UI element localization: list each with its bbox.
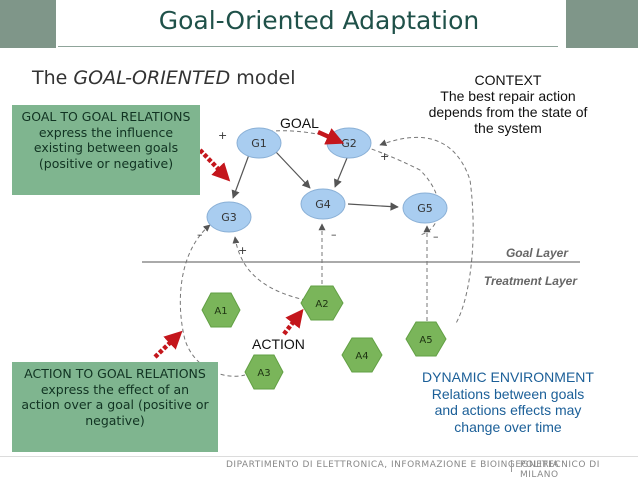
sign-g1-plus: + xyxy=(218,129,227,142)
goal-node-g4: G4 xyxy=(300,188,346,220)
edge-g1-g4 xyxy=(275,151,311,189)
goal-node-g1: G1 xyxy=(236,127,282,159)
context-title: CONTEXT xyxy=(474,72,542,88)
goal-node-g1-label: G1 xyxy=(251,137,267,150)
goal-node-g3: G3 xyxy=(206,201,252,233)
goal-relations-line-2: express the influence xyxy=(38,124,174,140)
dynamic-title: DYNAMIC ENVIRONMENT xyxy=(422,369,594,385)
goal-node-g4-label: G4 xyxy=(315,198,331,211)
edge-a3-g3 xyxy=(179,224,246,377)
header-bar-right xyxy=(566,0,638,48)
goal-relations-box: GOAL TO GOAL RELATIONS express the influ… xyxy=(12,105,200,195)
action-node-a3-label: A3 xyxy=(257,368,270,379)
action-node-a2: A2 xyxy=(300,285,344,321)
goal-node-g3-label: G3 xyxy=(221,211,237,224)
goal-node-g5-label: G5 xyxy=(417,202,433,215)
edge-a5-g2 xyxy=(379,136,474,326)
goal-node-g5: G5 xyxy=(402,192,448,224)
edge-g4-g5 xyxy=(347,202,399,211)
action-node-a4-label: A4 xyxy=(355,351,368,362)
action-node-a5-label: A5 xyxy=(419,335,432,346)
goal-callout-label: GOAL xyxy=(280,115,319,131)
context-line-3: the system xyxy=(474,120,542,136)
sign-g3-minus: – xyxy=(197,228,203,241)
action-callout-label: ACTION xyxy=(252,336,305,352)
edge-g2-g4 xyxy=(334,157,348,188)
sign-g2-plus: + xyxy=(380,150,389,163)
edge-g1-g3 xyxy=(231,151,251,199)
sign-g3-plus: + xyxy=(238,244,247,257)
action-relation-pointer-arrow xyxy=(153,330,183,359)
action-pointer-arrow xyxy=(282,308,304,336)
goal-relation-pointer-arrow xyxy=(198,148,231,182)
action-relations-box: ACTION TO GOAL RELATIONS express the eff… xyxy=(12,362,218,452)
goal-relations-line-3: existing between goals xyxy=(33,140,179,155)
subtitle: The GOAL-ORIENTED model xyxy=(32,67,295,89)
edge-a2-g3 xyxy=(232,236,306,301)
subtitle-emphasis: GOAL-ORIENTED xyxy=(73,67,231,89)
dynamic-line-2: Relations between goals xyxy=(431,385,585,402)
treatment-layer-label: Treatment Layer xyxy=(484,274,578,288)
footer-department: DIPARTIMENTO DI ELETTRONICA, INFORMAZION… xyxy=(226,460,559,470)
goal-layer-label: Goal Layer xyxy=(506,246,569,260)
action-node-a2-label: A2 xyxy=(315,299,328,310)
footer-divider xyxy=(511,460,512,472)
dynamic-line-4: change over time xyxy=(454,418,562,435)
context-note: CONTEXT The best repair action depends f… xyxy=(408,72,608,136)
dynamic-environment-note: DYNAMIC ENVIRONMENT Relations between go… xyxy=(400,369,616,435)
goal-node-g2-label: G2 xyxy=(341,137,357,150)
goal-node-g2: G2 xyxy=(326,127,372,159)
context-line-1: The best repair action xyxy=(440,88,576,104)
action-node-a1: A1 xyxy=(201,292,241,328)
sign-g5-minus: – xyxy=(433,230,439,243)
footer: DIPARTIMENTO DI ELETTRONICA, INFORMAZION… xyxy=(0,456,638,480)
action-relations-line-1: ACTION TO GOAL RELATIONS xyxy=(24,366,206,381)
dynamic-line-3: and actions effects may xyxy=(434,402,582,418)
action-node-a5: A5 xyxy=(405,321,447,357)
header-bar-left xyxy=(0,0,56,48)
footer-university: POLITECNICO DI MILANO xyxy=(520,460,600,480)
title-rule xyxy=(58,46,558,47)
action-relations-line-3: action over a goal (positive or xyxy=(21,397,209,412)
action-node-a4: A4 xyxy=(341,337,383,373)
action-relations-line-2: express the effect of an xyxy=(40,381,190,397)
subtitle-suffix: model xyxy=(230,67,296,89)
context-line-2: depends from the state of xyxy=(428,104,588,120)
goal-pointer-arrow xyxy=(317,128,345,145)
page-title: Goal-Oriented Adaptation xyxy=(158,6,480,35)
action-relations-line-4: negative) xyxy=(85,412,145,428)
goal-relations-line-4: (positive or negative) xyxy=(38,155,174,171)
subtitle-prefix: The xyxy=(32,67,74,89)
sign-g4-minus: – xyxy=(331,228,337,241)
goal-relations-line-1: GOAL TO GOAL RELATIONS xyxy=(21,109,191,124)
action-node-a3: A3 xyxy=(244,354,284,390)
footer-rule xyxy=(0,456,638,457)
action-node-a1-label: A1 xyxy=(214,306,227,317)
